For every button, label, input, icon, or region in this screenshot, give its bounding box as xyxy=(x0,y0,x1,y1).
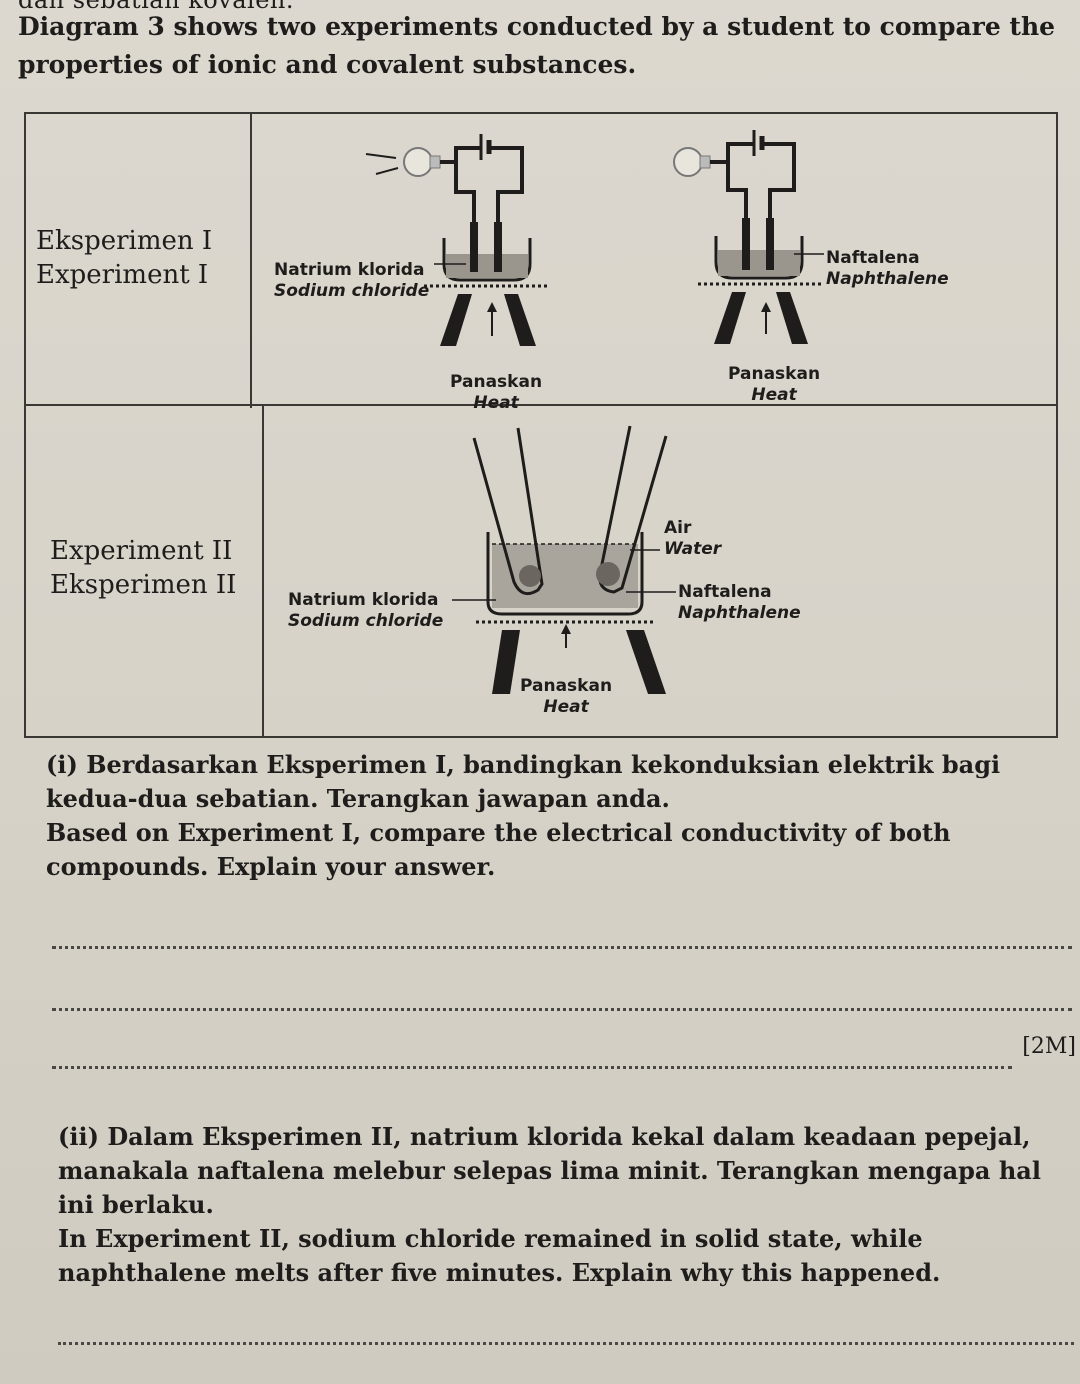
question-2-text-en: In Experiment II, sodium chloride remain… xyxy=(58,1224,941,1287)
question-1-text-ms: Berdasarkan Eksperimen I, bandingkan kek… xyxy=(46,750,1001,813)
exp2-naphthalene-text: Naphthalene xyxy=(678,603,801,623)
experiment-2-label: Experiment II Eksperimen II xyxy=(50,534,236,602)
exp2-heat-label: Panaskan Heat xyxy=(520,676,612,718)
table-row-divider xyxy=(26,404,1056,406)
exp2-air-text: Air xyxy=(664,518,692,538)
table-column-divider-2 xyxy=(262,406,264,736)
bulb-icon xyxy=(673,147,703,177)
answer-line-3[interactable] xyxy=(52,1066,1012,1069)
exp2-sodium-chloride-text: Sodium chloride xyxy=(288,611,444,631)
exp1-left-heat-text: Heat xyxy=(473,393,519,413)
answer-line-4[interactable] xyxy=(58,1342,1074,1345)
experiment-2-apparatus xyxy=(452,425,676,694)
bulb-icon xyxy=(403,147,433,177)
exp1-sodium-chloride-text: Sodium chloride xyxy=(274,281,430,301)
exp2-naftalena-text: Naftalena xyxy=(678,582,772,602)
answer-line-1[interactable] xyxy=(52,946,1072,949)
question-1-marks: [2M] xyxy=(1022,1034,1076,1059)
experiment-1-left-apparatus xyxy=(365,134,548,346)
exp1-naphthalene-text: Naphthalene xyxy=(826,269,949,289)
naphthalene-sample xyxy=(596,562,620,586)
exp1-natrium-klorida-text: Natrium klorida xyxy=(274,260,425,280)
exp1-right-heat-label: Panaskan Heat xyxy=(728,364,820,406)
exp1-left-panaskan-text: Panaskan xyxy=(450,372,543,392)
question-2: (ii) Dalam Eksperimen II, natrium klorid… xyxy=(58,1120,1068,1290)
experiment-1-label-en: Experiment I xyxy=(36,260,209,290)
experiment-2-label-en: Experiment II xyxy=(50,536,233,566)
apparatus-diagrams xyxy=(365,130,824,694)
exp2-panaskan-text: Panaskan xyxy=(520,676,613,696)
exp1-left-heat-label: Panaskan Heat xyxy=(450,372,542,414)
sodium-chloride-sample xyxy=(519,565,541,587)
exp1-right-heat-text: Heat xyxy=(751,385,797,405)
previous-line-text: dan sebatian kovalen. xyxy=(18,0,294,14)
exp1-sodium-chloride-label: Natrium klorida Sodium chloride xyxy=(274,260,429,302)
experiment-1-label-ms: Eksperimen I xyxy=(36,226,213,256)
question-2-text-ms: Dalam Eksperimen II, natrium klorida kek… xyxy=(58,1122,1041,1219)
intro-paragraph: Diagram 3 shows two experiments conducte… xyxy=(18,12,1056,79)
exp2-naphthalene-label: Naftalena Naphthalene xyxy=(678,582,801,624)
question-2-number: (ii) xyxy=(58,1122,99,1151)
question-1-text-en: Based on Experiment I, compare the elect… xyxy=(46,818,951,881)
exp1-naftalena-text: Naftalena xyxy=(826,248,920,268)
exp2-heat-text: Heat xyxy=(543,697,589,717)
table-column-divider-1 xyxy=(250,114,252,408)
diagram-table: Eksperimen I Experiment I Experiment II … xyxy=(24,112,1058,738)
experiment-1-right-apparatus xyxy=(673,130,824,344)
answer-line-2[interactable] xyxy=(52,1008,1072,1011)
exp2-water-text: Water xyxy=(664,539,722,559)
exp1-right-panaskan-text: Panaskan xyxy=(728,364,821,384)
exp2-sodium-chloride-label: Natrium klorida Sodium chloride xyxy=(288,590,443,632)
experiment-2-label-ms: Eksperimen II xyxy=(50,570,237,600)
exp2-natrium-klorida-text: Natrium klorida xyxy=(288,590,439,610)
experiment-1-label: Eksperimen I Experiment I xyxy=(36,224,212,292)
question-1: (i) Berdasarkan Eksperimen I, bandingkan… xyxy=(46,748,1046,884)
exp2-water-label: Air Water xyxy=(664,518,721,560)
question-1-number: (i) xyxy=(46,750,78,779)
exp1-naphthalene-label: Naftalena Naphthalene xyxy=(826,248,949,290)
